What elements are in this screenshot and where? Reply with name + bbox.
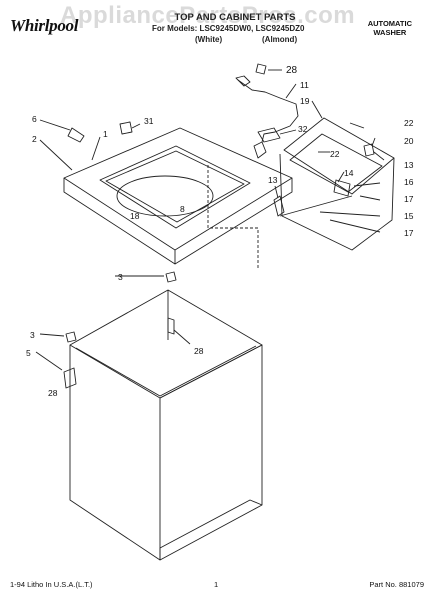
callout-2: 2 bbox=[32, 134, 37, 144]
callout-3-lower: 3 bbox=[30, 330, 35, 340]
diagram-title-text: TOP AND CABINET PARTS bbox=[174, 12, 296, 23]
brand-logo: Whirlpool bbox=[10, 16, 79, 35]
callout-15: 15 bbox=[404, 211, 414, 221]
screw-part-28-top bbox=[255, 63, 267, 75]
top-panel-front-edge bbox=[63, 178, 176, 265]
models-line: For Models: LSC9245DW0, LSC9245DZ0 bbox=[152, 24, 305, 33]
screw-part-3-top bbox=[165, 271, 177, 283]
screw-part-3-lower bbox=[65, 331, 77, 343]
spring-part-28 bbox=[167, 317, 175, 335]
callout-31: 31 bbox=[144, 116, 154, 126]
lid-opening bbox=[99, 145, 251, 229]
callout-6: 6 bbox=[32, 114, 37, 124]
bracket-part-13-left bbox=[273, 195, 285, 217]
callout-14: 14 bbox=[344, 168, 354, 178]
callout-20: 20 bbox=[404, 136, 414, 146]
callout-1: 1 bbox=[103, 129, 108, 139]
callout-17-lower: 17 bbox=[404, 228, 414, 238]
callout-8: 8 bbox=[180, 204, 185, 214]
variant-white: (White) bbox=[195, 35, 223, 44]
lid-switch-harness bbox=[237, 79, 299, 143]
callout-28-front: 28 bbox=[48, 388, 58, 398]
callout-28-cabinet: 28 bbox=[194, 346, 204, 356]
footer-part-number: Part No. 881079 bbox=[369, 580, 424, 589]
callout-17-upper: 17 bbox=[404, 194, 414, 204]
callout-28-top: 28 bbox=[286, 65, 298, 76]
latch-part-14 bbox=[333, 179, 351, 197]
footer-page-number: 1 bbox=[214, 580, 219, 589]
callout-3-top: 3 bbox=[118, 272, 123, 282]
product-type: AUTOMATIC WASHER bbox=[368, 19, 412, 37]
callout-22-right: 22 bbox=[404, 118, 414, 128]
variant-almond: (Almond) bbox=[262, 35, 298, 44]
washer-lid-frame bbox=[279, 153, 395, 251]
clip-part-31 bbox=[119, 121, 133, 135]
callout-32: 32 bbox=[298, 124, 308, 134]
footer-litho: 1-94 Litho In U.S.A.(L.T.) bbox=[10, 580, 93, 589]
callout-labels: 1 2 3 3 5 6 8 11 13 13 14 15 16 17 17 18… bbox=[26, 65, 414, 398]
cabinet-front bbox=[69, 345, 161, 561]
clip-part-6 bbox=[67, 127, 85, 143]
watermark: AppliancePartsPros.com bbox=[60, 2, 356, 29]
top-panel-right-edge bbox=[174, 178, 293, 265]
callout-16: 16 bbox=[404, 177, 414, 187]
cabinet-side bbox=[159, 344, 263, 561]
tub-ring bbox=[116, 175, 214, 217]
callout-22-center: 22 bbox=[330, 149, 340, 159]
diagram-title: TOP AND CABINET PARTS bbox=[130, 12, 340, 23]
lid-opening-inner bbox=[105, 150, 245, 223]
callout-18: 18 bbox=[130, 211, 140, 221]
hinge-part-20 bbox=[363, 143, 375, 157]
callout-19: 19 bbox=[300, 96, 310, 106]
product-type-line2: WASHER bbox=[373, 28, 407, 37]
callout-13-right: 13 bbox=[404, 160, 414, 170]
lid-switch bbox=[253, 141, 267, 159]
callout-5: 5 bbox=[26, 348, 31, 358]
clip-part-28-cabinet bbox=[63, 367, 77, 389]
callout-13-left: 13 bbox=[268, 175, 278, 185]
cabinet-top-flange bbox=[69, 289, 263, 399]
product-type-line1: AUTOMATIC bbox=[367, 19, 412, 28]
callout-11: 11 bbox=[300, 80, 309, 90]
